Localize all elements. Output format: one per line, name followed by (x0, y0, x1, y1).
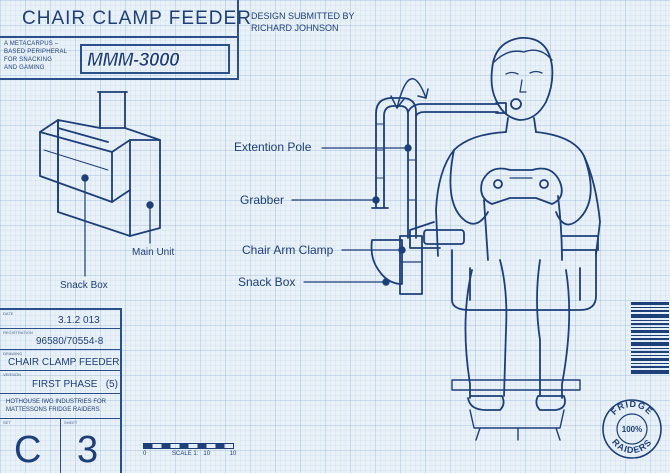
callout-chair-arm-clamp: Chair Arm Clamp (242, 243, 334, 257)
tb-sheet-cell: SHEET 3 (61, 419, 120, 473)
designer-credit: DESIGN SUBMITTED BY RICHARD JOHNSON (251, 10, 355, 34)
tb-company-line-1: HOTHOUSE IWG INDUSTRIES FOR (6, 399, 107, 405)
tb-version-label: VERSION (3, 372, 22, 377)
title-box: CHAIR CLAMP FEEDER A METACARPUS – BASED … (0, 0, 251, 80)
svg-text:RAIDERS: RAIDERS (610, 437, 654, 455)
callout-main-unit: Main Unit (132, 247, 175, 258)
tb-company-line-2: MATTESSONS FRIDGE RAIDERS (6, 407, 100, 413)
scale-start: 0 (143, 451, 147, 457)
badge-bottom-text: RAIDERS (610, 437, 653, 455)
grabber-dot (372, 196, 380, 204)
rotation-arrow (396, 77, 427, 109)
subtitle-line: BASED PERIPHERAL (4, 49, 68, 55)
gamer-figure (409, 37, 601, 441)
tb-version: FIRST PHASE (5) (32, 379, 118, 390)
mmm-logo: MMM-3000 (87, 50, 181, 72)
snack-box-right-dot (382, 278, 390, 286)
callout-snack-box-right: Snack Box (238, 275, 296, 289)
badge-center-text: 100% (622, 425, 642, 434)
tb-sheet-number: 3 (77, 429, 99, 471)
scale-text: SCALE 1: 10 (172, 451, 211, 457)
tb-drawing-label: DRAWING (3, 351, 23, 356)
tb-set-label: SET (3, 420, 11, 425)
tb-sheet-label: SHEET (64, 420, 78, 425)
tb-registration-label: REGISTRATION (3, 330, 33, 335)
scale-end: 10 (229, 451, 237, 457)
tb-drawing-row: DRAWING CHAIR CLAMP FEEDER (0, 350, 120, 371)
extension-pole (375, 97, 507, 239)
tb-company: HOTHOUSE IWG INDUSTRIES FOR MATTESSONS F… (6, 398, 106, 414)
title-block: DATE 3.1.2 013 REGISTRATION 96580/70554-… (0, 308, 122, 473)
tb-date-label: DATE (3, 311, 14, 316)
subtitle-line: A METACARPUS – (4, 41, 59, 47)
tb-set: C (14, 429, 42, 471)
extention-pole-dot (404, 144, 412, 152)
scale-labels: 0 SCALE 1: 10 10 (143, 451, 236, 457)
tb-date: 3.1.2 013 (58, 315, 100, 326)
left-leaders (84, 177, 151, 277)
right-leaders (291, 147, 409, 283)
mmm-logo-text: MMM-3000 (87, 50, 180, 71)
main-unit-dot (146, 201, 154, 209)
scale-bar (143, 443, 234, 449)
callout-snack-box-left: Snack Box (60, 280, 108, 291)
tb-registration: 96580/70554-8 (36, 336, 104, 347)
tb-set-cell: SET C (0, 419, 61, 473)
main-unit-drawing (39, 91, 161, 237)
snack-box-drawing (370, 239, 403, 285)
barcode (631, 302, 669, 374)
tb-drawing: CHAIR CLAMP FEEDER (8, 357, 120, 368)
subtitle-line: FOR SNACKING (4, 57, 53, 63)
tb-version-row: VERSION FIRST PHASE (5) (0, 371, 120, 394)
title-divider (0, 36, 237, 38)
tb-company-row: HOTHOUSE IWG INDUSTRIES FOR MATTESSONS F… (0, 394, 120, 419)
tb-date-row: DATE 3.1.2 013 (0, 310, 120, 329)
subtitle-line: AND GAMING (4, 65, 45, 71)
designer-name: RICHARD JOHNSON (251, 23, 339, 33)
fridge-raiders-badge: FRIDGE RAIDERS 100% (602, 399, 662, 459)
sheet-subtitle: A METACARPUS – BASED PERIPHERAL FOR SNAC… (4, 40, 74, 72)
snack-box-left-dot (81, 174, 89, 182)
tb-registration-row: REGISTRATION 96580/70554-8 (0, 329, 120, 350)
sheet-title: CHAIR CLAMP FEEDER (22, 8, 252, 29)
designer-line-1: DESIGN SUBMITTED BY (251, 11, 355, 21)
clamp-dot (398, 246, 406, 254)
callout-extention-pole: Extention Pole (234, 140, 312, 154)
logo-frame: MMM-3000 (80, 44, 230, 74)
chair-arm-clamp (399, 229, 465, 295)
callout-grabber: Grabber (240, 193, 285, 207)
